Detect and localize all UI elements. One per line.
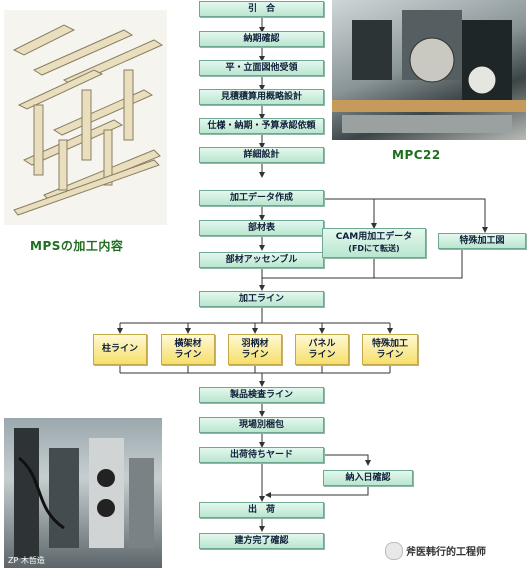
step-packing-label: 現場別梱包 xyxy=(238,419,284,430)
wechat-icon xyxy=(385,542,403,560)
step-delivery-date-check: 納期確認 xyxy=(199,31,324,47)
step-detailed-design-label: 詳細設計 xyxy=(243,149,280,160)
step-inquiry-label: 引 合 xyxy=(247,3,275,14)
line-secondary-label-1: 羽柄材 xyxy=(241,338,269,349)
step-parts-assemble-label: 部材アッセンブル xyxy=(225,254,298,265)
step-detailed-design: 詳細設計 xyxy=(199,147,324,163)
line-special-label-2: ライン xyxy=(376,349,404,360)
watermark-left: ZP 木哲造 xyxy=(8,556,45,565)
step-approval-request: 仕様・納期・予算承認依頼 xyxy=(199,118,324,134)
special-drawing-label: 特殊加工図 xyxy=(459,235,505,246)
line-column-label: 柱ライン xyxy=(101,344,138,354)
line-special-label-1: 特殊加工 xyxy=(371,338,408,349)
from-delivery xyxy=(265,486,369,498)
mps-caption: MPSの加工内容 xyxy=(30,239,124,253)
step-waiting-yard-label: 出荷待ちヤード xyxy=(229,449,293,460)
timber-frame-drawing xyxy=(12,24,164,216)
mpc22-caption: MPC22 xyxy=(392,148,441,162)
line-column: 柱ライン xyxy=(93,334,147,365)
delivery-date-label: 納入日確認 xyxy=(345,472,391,483)
step-data-creation: 加工データ作成 xyxy=(199,190,324,206)
step-shipping: 出 荷 xyxy=(199,502,324,518)
step-processing-line-label: 加工ライン xyxy=(238,293,284,304)
machine-drawing xyxy=(332,10,526,133)
line-beam-label-2: ライン xyxy=(174,349,202,360)
step-parts-assemble: 部材アッセンブル xyxy=(199,252,324,268)
cam-data-sublabel: (FDにて転送) xyxy=(348,244,400,253)
step-inspection-label: 製品検査ライン xyxy=(229,389,293,400)
mpc22-machine-photo xyxy=(332,0,526,140)
special-drawing-box: 特殊加工図 xyxy=(438,233,526,249)
step-processing-line: 加工ライン xyxy=(199,291,324,307)
line-special: 特殊加工ライン xyxy=(362,334,418,365)
step-drawings-received-label: 平・立面図他受領 xyxy=(225,62,298,73)
watermark-right: 斧医韩行的工程师 xyxy=(406,547,486,558)
delivery-date-box: 納入日確認 xyxy=(323,470,413,486)
line-secondary: 羽柄材ライン xyxy=(228,334,282,365)
production-line-photo xyxy=(4,418,162,568)
line-panel-label-2: ライン xyxy=(308,349,336,360)
step-approval-request-label: 仕様・納期・予算承認依頼 xyxy=(207,120,316,131)
cam-data-label: CAM用加工データ xyxy=(335,232,413,242)
step-inspection: 製品検査ライン xyxy=(199,387,324,403)
step-inquiry: 引 合 xyxy=(199,1,324,17)
line-panel-label-1: パネル xyxy=(308,338,336,349)
step-drawings-received: 平・立面図他受領 xyxy=(199,60,324,76)
line-secondary-label-2: ライン xyxy=(241,349,269,360)
step-waiting-yard: 出荷待ちヤード xyxy=(199,447,324,463)
robot-drawing xyxy=(14,428,154,558)
step-parts-list: 部材表 xyxy=(199,220,324,236)
mps-frame-illustration xyxy=(4,10,167,225)
step-data-creation-label: 加工データ作成 xyxy=(229,192,293,203)
step-estimate-design-label: 見積積算用概略設計 xyxy=(220,91,302,102)
line-beam-label-1: 横架材 xyxy=(174,338,202,349)
step-estimate-design: 見積積算用概略設計 xyxy=(199,89,324,105)
step-completion: 建方完了確認 xyxy=(199,533,324,549)
step-completion-label: 建方完了確認 xyxy=(234,535,289,546)
line-beam: 横架材ライン xyxy=(161,334,215,365)
step-packing: 現場別梱包 xyxy=(199,417,324,433)
step-delivery-date-check-label: 納期確認 xyxy=(243,33,280,44)
step-shipping-label: 出 荷 xyxy=(247,504,275,515)
cam-data-box: CAM用加工データ (FDにて転送) xyxy=(322,228,426,258)
step-parts-list-label: 部材表 xyxy=(247,222,275,233)
line-panel: パネルライン xyxy=(295,334,349,365)
to-delivery xyxy=(322,454,371,466)
special-join xyxy=(262,243,463,279)
branch-special xyxy=(322,198,488,233)
